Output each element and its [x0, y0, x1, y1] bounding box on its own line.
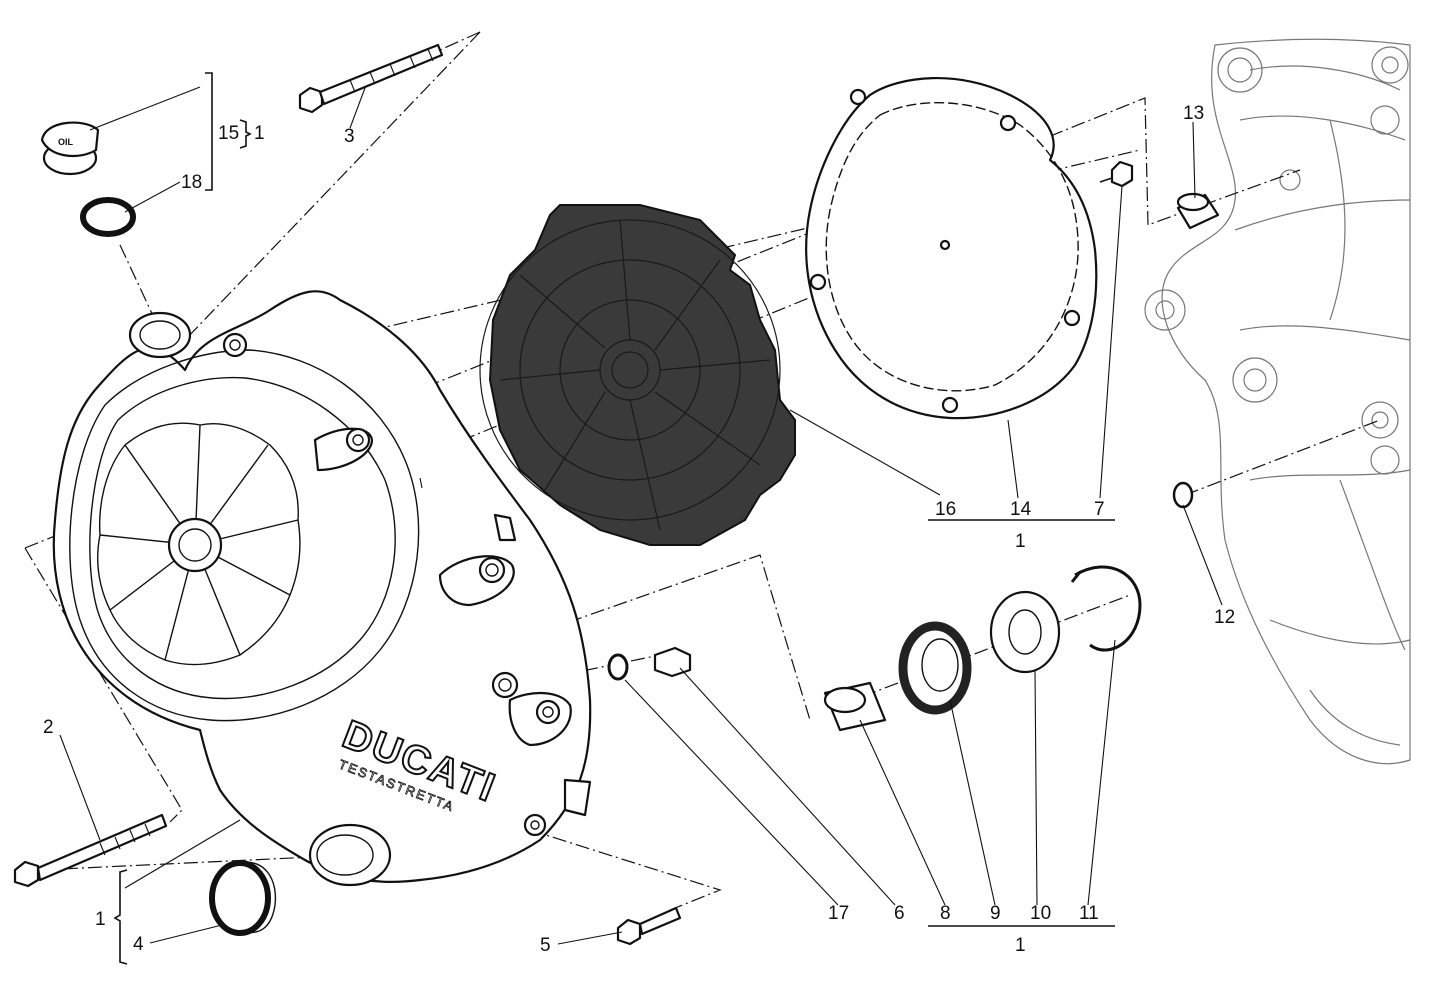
callout-13: 13 [1183, 103, 1204, 124]
washer-17 [607, 653, 629, 681]
callout-1-cap: 1 [254, 123, 265, 144]
washer-10 [989, 590, 1061, 674]
callout-15: 15 [218, 123, 239, 144]
clutch-cover-housing: DUCATI TESTASTRETTA [52, 290, 592, 887]
o-ring-18 [80, 197, 136, 237]
callout-7: 7 [1094, 499, 1105, 520]
clutch-guard [479, 204, 796, 546]
screw-7 [1099, 160, 1134, 188]
engine-crankcase-outline [1144, 38, 1411, 765]
callout-labels: 15 1 18 3 2 1 4 5 17 6 8 9 10 11 1 16 14… [43, 103, 1235, 956]
leader-lines [59, 86, 1223, 945]
seal-9 [898, 621, 972, 715]
callout-8: 8 [940, 903, 951, 924]
dowel-13 [1176, 192, 1220, 230]
callout-4: 4 [133, 934, 144, 955]
callout-14: 14 [1010, 499, 1032, 520]
callout-1-upper-bracket: 1 [1015, 531, 1026, 552]
seal-4 [209, 860, 277, 936]
bush-8 [823, 681, 887, 732]
plug-6 [653, 646, 692, 678]
oil-filler-cap: OIL [40, 121, 100, 176]
callout-18: 18 [181, 172, 202, 193]
callout-9: 9 [990, 903, 1001, 924]
callout-2: 2 [43, 717, 54, 738]
callout-3: 3 [344, 126, 355, 147]
circlip-11 [1074, 565, 1142, 652]
bolt-2 [13, 813, 168, 888]
clutch-cover-plate [805, 76, 1098, 420]
o-ring-12 [1172, 481, 1194, 509]
callout-12: 12 [1214, 607, 1235, 628]
callout-5: 5 [540, 935, 551, 956]
bolt-5 [616, 906, 682, 946]
callout-6: 6 [894, 903, 905, 924]
callout-11: 11 [1079, 903, 1099, 924]
oil-cap-label: OIL [58, 137, 74, 147]
bolt-3 [298, 43, 444, 114]
callout-10: 10 [1030, 903, 1051, 924]
callout-1-bottom: 1 [95, 909, 106, 930]
assembly-brackets [113, 72, 1115, 965]
callout-1-lower-bracket: 1 [1015, 935, 1026, 956]
callout-17: 17 [828, 903, 849, 924]
callout-16: 16 [935, 499, 956, 520]
